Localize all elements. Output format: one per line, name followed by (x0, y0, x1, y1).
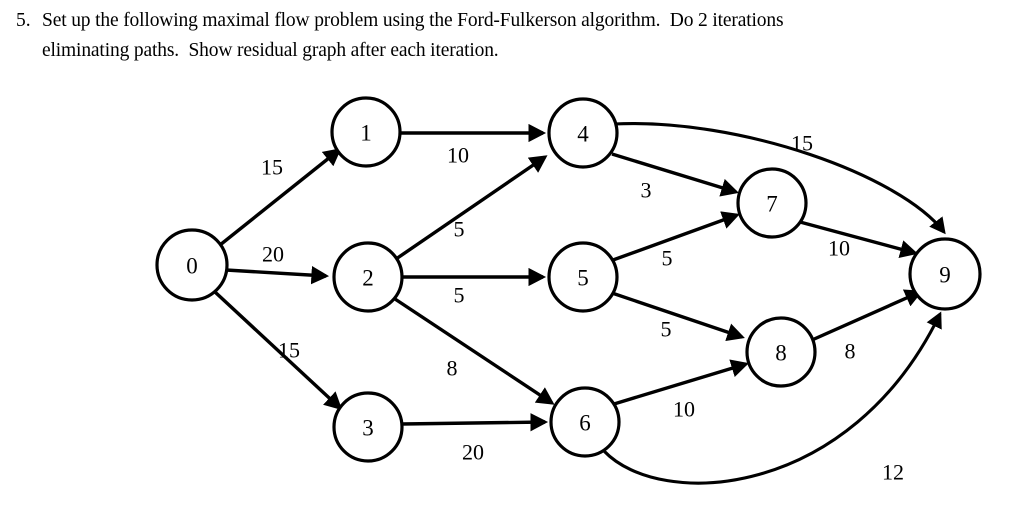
node-label-9: 9 (939, 263, 951, 288)
edge-5-to-7 (612, 211, 740, 262)
edge-4-to-9 (613, 122, 946, 235)
graph-node-4: 4 (547, 97, 619, 169)
edge-2-to-4 (395, 155, 548, 261)
graph-node-6: 6 (549, 386, 621, 458)
question-row: 5. Set up the following maximal flow pro… (8, 6, 1016, 66)
node-circle-2 (332, 241, 404, 313)
graph-node-3: 3 (332, 391, 404, 463)
edge-8-to-9 (811, 289, 923, 342)
edge-capacity-label-4-9: 15 (791, 131, 813, 156)
node-label-0: 0 (186, 254, 198, 279)
nodes-layer: 0 1 2 3 4 5 6 7 8 9 (155, 96, 982, 463)
edge-capacity-label-1-4: 10 (447, 143, 469, 168)
edge-7-to-9 (799, 220, 918, 259)
node-circle-0 (155, 228, 229, 302)
node-circle-8 (745, 316, 817, 388)
node-label-5: 5 (577, 266, 589, 291)
node-circle-1 (330, 96, 402, 168)
graph-node-0: 0 (155, 228, 229, 302)
edge-6-to-9 (602, 311, 942, 485)
edge-2-to-6 (394, 297, 555, 405)
node-circle-7 (736, 167, 808, 239)
edge-0-to-1 (218, 148, 342, 247)
edges-layer (213, 122, 946, 485)
edge-capacity-label-2-5: 5 (454, 283, 465, 308)
question-line-2: eliminating paths. Show residual graph a… (42, 40, 499, 61)
node-label-1: 1 (360, 121, 372, 146)
edge-capacity-label-6-9: 12 (882, 460, 904, 485)
edge-6-to-8 (613, 359, 749, 406)
question-text: Set up the following maximal flow proble… (42, 6, 1016, 66)
edge-capacity-label-6-8: 10 (673, 397, 695, 422)
graph-node-1: 1 (330, 96, 402, 168)
question-number: 5. (16, 10, 31, 31)
edge-capacity-label-2-6: 8 (447, 356, 458, 381)
edge-capacity-label-3-6: 20 (462, 440, 484, 465)
edge-labels-layer: 15 20 15 10 5 5 8 20 3 15 5 5 10 12 10 8 (261, 131, 904, 485)
edge-capacity-label-7-9: 10 (828, 236, 850, 261)
graph-node-9: 9 (908, 237, 982, 311)
edge-capacity-label-4-7: 3 (641, 178, 652, 203)
node-label-3: 3 (362, 416, 374, 441)
edge-capacity-label-0-1: 15 (261, 155, 283, 180)
node-label-8: 8 (775, 341, 787, 366)
edge-5-to-8 (611, 291, 745, 342)
node-label-7: 7 (766, 192, 778, 217)
edge-capacity-label-0-3: 15 (278, 338, 300, 363)
edge-capacity-label-0-2: 20 (262, 242, 284, 267)
node-circle-9 (908, 237, 982, 311)
edge-4-to-7 (611, 152, 739, 197)
edge-capacity-label-2-4: 5 (454, 217, 465, 242)
node-circle-3 (332, 391, 404, 463)
graph-node-7: 7 (736, 167, 808, 239)
edge-0-to-3 (213, 290, 343, 411)
node-circle-6 (549, 386, 621, 458)
node-label-4: 4 (577, 122, 589, 147)
graph-node-2: 2 (332, 241, 404, 313)
edge-3-to-6 (401, 413, 549, 432)
edge-capacity-label-5-7: 5 (662, 246, 673, 271)
node-label-2: 2 (362, 266, 374, 291)
question-block: 5. Set up the following maximal flow pro… (0, 0, 1024, 66)
question-line-1: Set up the following maximal flow proble… (42, 10, 784, 31)
edge-0-to-2 (225, 265, 330, 285)
graph-node-8: 8 (745, 316, 817, 388)
graph-node-5: 5 (547, 241, 619, 313)
node-circle-5 (547, 241, 619, 313)
node-label-6: 6 (579, 411, 591, 436)
node-circle-4 (547, 97, 619, 169)
edge-capacity-label-5-8: 5 (661, 317, 672, 342)
edge-capacity-label-8-9: 8 (845, 339, 856, 364)
